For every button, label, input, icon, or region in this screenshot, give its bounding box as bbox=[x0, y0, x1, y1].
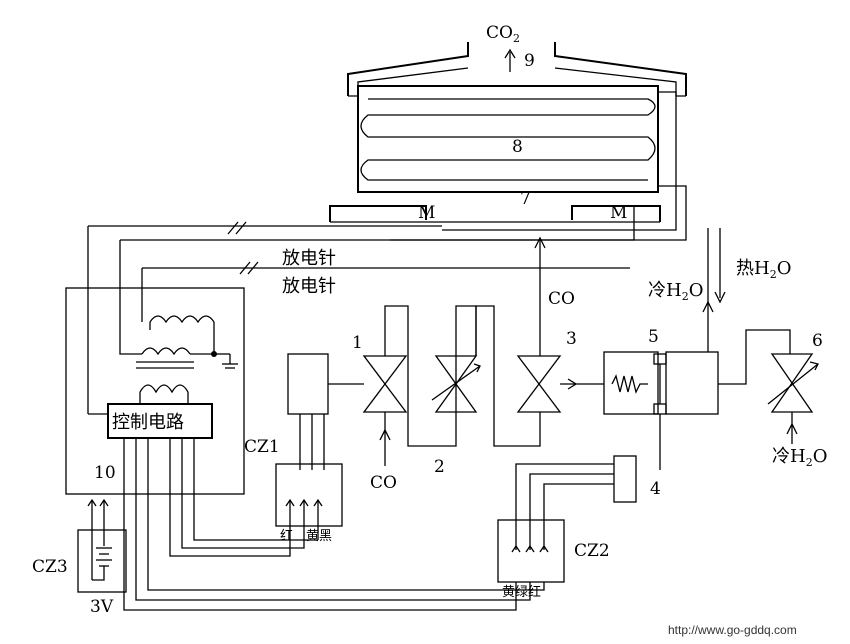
label-8: 8 bbox=[512, 137, 523, 157]
label-motor-right: M bbox=[610, 203, 627, 223]
water-pipes bbox=[702, 228, 726, 352]
label-2: 2 bbox=[434, 457, 445, 477]
control-box bbox=[65, 226, 245, 495]
label-co-in: CO bbox=[370, 473, 397, 493]
label-control-circuit: 控制电路 bbox=[112, 412, 184, 433]
label-cz2-wires: 黄绿红 bbox=[502, 584, 541, 600]
label-cz1-wire-yellow-black: 黄黑 bbox=[306, 529, 332, 544]
label-cz2: CZ2 bbox=[574, 541, 610, 561]
water-valve bbox=[603, 329, 791, 470]
watermark-url: http://www.go-gddq.com bbox=[668, 623, 797, 637]
connector-cz1 bbox=[275, 414, 343, 540]
label-co-out: CO bbox=[548, 289, 575, 309]
label-7: 7 bbox=[520, 189, 531, 209]
label-4: 4 bbox=[650, 479, 661, 499]
label-cold-water-in: 冷H2O bbox=[772, 446, 827, 469]
wire-harness bbox=[123, 438, 545, 611]
label-cz3: CZ3 bbox=[32, 557, 68, 577]
label-hot-water: 热H2O bbox=[736, 258, 791, 281]
heat-exchanger bbox=[357, 85, 687, 241]
label-cold-water-out: 冷H2O bbox=[648, 280, 703, 303]
label-6: 6 bbox=[812, 331, 823, 351]
label-electrode-2: 放电针 bbox=[282, 276, 336, 297]
label-10: 10 bbox=[94, 463, 116, 483]
connector-cz2 bbox=[497, 455, 637, 583]
burner bbox=[329, 205, 661, 223]
label-motor-left: M bbox=[418, 203, 435, 223]
electrode-wires bbox=[88, 206, 635, 275]
flue-hood bbox=[347, 42, 687, 97]
label-cz1-wire-red: 红 bbox=[280, 528, 293, 544]
label-voltage: 3V bbox=[90, 597, 114, 617]
label-co2-exhaust: CO2 bbox=[486, 23, 520, 45]
battery-cz3 bbox=[77, 498, 127, 593]
label-electrode-1: 放电针 bbox=[282, 248, 336, 269]
inlet-valve bbox=[767, 353, 819, 444]
label-1: 1 bbox=[352, 333, 363, 353]
gas-valves bbox=[287, 236, 604, 466]
label-5: 5 bbox=[648, 327, 659, 347]
label-cz1: CZ1 bbox=[244, 437, 280, 457]
label-9: 9 bbox=[524, 51, 535, 71]
label-3: 3 bbox=[566, 329, 577, 349]
